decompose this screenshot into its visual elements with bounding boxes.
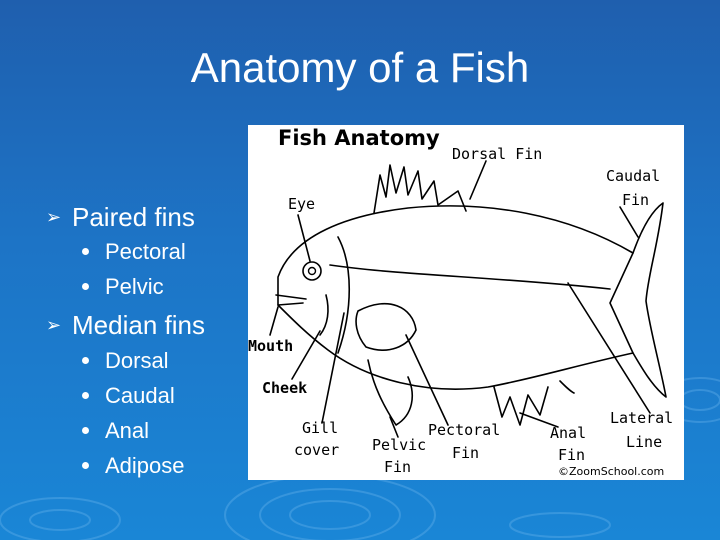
label-anal-line1: Anal <box>550 424 586 442</box>
dot-bullet-icon <box>82 462 89 469</box>
fish-eye <box>302 261 322 281</box>
dot-bullet-icon <box>82 357 89 364</box>
subbullet-adipose: Adipose <box>82 453 185 479</box>
dot-bullet-icon <box>82 392 89 399</box>
leader-gill <box>321 312 345 424</box>
label-dorsal-fin: Dorsal Fin <box>452 145 542 163</box>
subbullet-label: Caudal <box>105 383 175 408</box>
dot-bullet-icon <box>82 283 89 290</box>
fish-anal-fin <box>493 386 549 426</box>
subbullet-dorsal: Dorsal <box>82 348 169 374</box>
bullet-median-fins: ➢ Median fins <box>46 310 205 340</box>
fish-gill-cover <box>337 236 351 354</box>
label-pelvic-line2: Fin <box>384 458 411 476</box>
leader-pectoral <box>405 334 449 426</box>
bullet-label: Paired fins <box>72 202 195 232</box>
fish-mouth <box>275 294 307 306</box>
subbullet-label: Dorsal <box>105 348 169 373</box>
slide-title: Anatomy of a Fish <box>190 44 530 91</box>
label-lateral-line2: Line <box>626 433 662 451</box>
dot-bullet-icon <box>82 427 89 434</box>
fish-anatomy-figure: Fish Anatomy Dorsal Fin Caudal Fin Eye M… <box>248 125 684 480</box>
arrow-bullet-icon: ➢ <box>46 207 62 227</box>
fish-lateral-line <box>329 264 611 290</box>
label-caudal-line2: Fin <box>622 191 649 209</box>
label-lateral-line1: Lateral <box>610 409 673 427</box>
label-pectoral-line1: Pectoral <box>428 421 500 439</box>
label-anal-line2: Fin <box>558 446 585 464</box>
leader-lateral <box>567 282 651 414</box>
subbullet-label: Pelvic <box>105 274 164 299</box>
fish-cheek-line <box>319 294 329 336</box>
figure-title: Fish Anatomy <box>278 126 440 150</box>
subbullet-caudal: Caudal <box>82 383 175 409</box>
leader-dorsal <box>469 160 487 200</box>
fish-pelvic-fin <box>367 359 414 426</box>
leader-eye <box>297 214 311 262</box>
subbullet-pectoral: Pectoral <box>82 239 186 265</box>
label-gill-line1: Gill <box>302 419 338 437</box>
dot-bullet-icon <box>82 248 89 255</box>
fish-anal-ray <box>559 380 575 394</box>
fish-diagram: Fish Anatomy Dorsal Fin Caudal Fin Eye M… <box>248 126 673 478</box>
bullet-list: ➢ Paired fins Pectoral Pelvic ➢ Median fin… <box>0 0 260 540</box>
label-eye: Eye <box>288 195 315 213</box>
label-gill-line2: cover <box>294 441 339 459</box>
leader-pelvic <box>389 416 399 438</box>
label-caudal-line1: Caudal <box>606 167 660 185</box>
bullet-paired-fins: ➢ Paired fins <box>46 202 195 232</box>
subbullet-label: Adipose <box>105 453 185 478</box>
label-cheek: Cheek <box>262 379 307 397</box>
leader-cheek <box>291 330 321 380</box>
figure-credit: ©ZoomSchool.com <box>558 465 664 478</box>
fish-pectoral-fin <box>355 302 417 351</box>
leader-caudal <box>619 206 639 238</box>
fish-caudal-fin <box>632 202 667 398</box>
label-pelvic-line1: Pelvic <box>372 436 426 454</box>
bullet-label: Median fins <box>72 310 205 340</box>
fish-body-outline <box>277 205 634 390</box>
subbullet-label: Pectoral <box>105 239 186 264</box>
leader-anal <box>519 412 559 428</box>
subbullet-label: Anal <box>105 418 150 443</box>
label-mouth: Mouth <box>248 337 293 355</box>
leader-mouth <box>269 306 279 336</box>
label-pectoral-line2: Fin <box>452 444 479 462</box>
subbullet-pelvic: Pelvic <box>82 274 164 300</box>
subbullet-anal: Anal <box>82 418 149 444</box>
arrow-bullet-icon: ➢ <box>46 315 62 335</box>
fish-dorsal-fin <box>373 164 467 214</box>
